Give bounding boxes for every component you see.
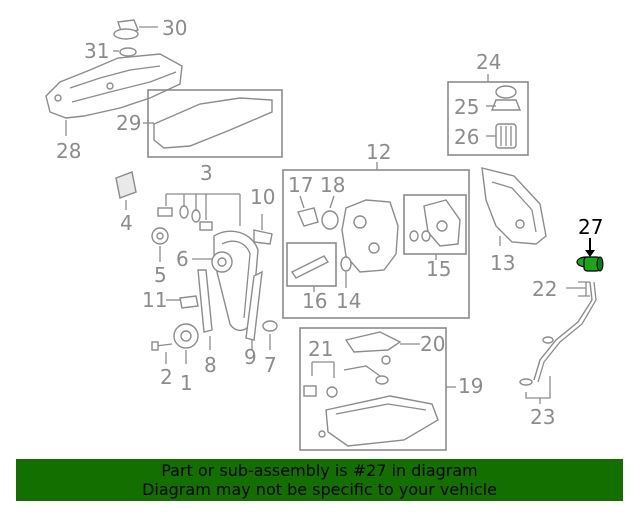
callout-27: 27	[578, 215, 603, 239]
oil-pan-part	[318, 395, 439, 447]
oil-pan-box	[299, 327, 447, 451]
callout-7: 7	[264, 353, 277, 377]
callout-16: 16	[302, 289, 327, 313]
baffle-part	[344, 331, 402, 353]
oil-filler-cap-part	[113, 19, 139, 40]
chain-guide-right-part	[245, 270, 263, 341]
oil-seal-part	[340, 256, 352, 272]
callout-17: 17	[288, 173, 313, 197]
callout-31: 31	[84, 39, 109, 63]
seal-washer-part	[119, 47, 137, 57]
front-cover-box	[282, 169, 470, 319]
callout-6: 6	[176, 247, 189, 271]
callout-15: 15	[426, 257, 451, 281]
sprocket-part	[151, 227, 169, 245]
oil-pump-part	[409, 199, 461, 247]
callout-4: 4	[120, 211, 133, 235]
chain-guide-long-part	[197, 269, 213, 333]
bolt-washer-part	[303, 385, 338, 398]
callout-25: 25	[454, 95, 479, 119]
callout-28: 28	[56, 139, 81, 163]
banner-line-2: Diagram may not be specific to your vehi…	[142, 480, 497, 499]
oil-filter-part	[486, 123, 517, 149]
seal-small-part	[297, 207, 339, 230]
front-cover-part	[341, 199, 399, 273]
callout-26: 26	[454, 125, 479, 149]
callout-1: 1	[180, 371, 193, 395]
bolt-part	[151, 341, 173, 351]
callout-23: 23	[530, 405, 555, 429]
crank-sprocket-part	[173, 323, 199, 349]
callout-24: 24	[476, 50, 501, 74]
tensioner-bolts-part	[157, 205, 213, 231]
callout-29: 29	[116, 111, 141, 135]
dipstick-tube-part	[519, 281, 597, 386]
plug-part	[179, 295, 199, 309]
seal-ring-part	[262, 320, 278, 332]
callout-20: 20	[420, 332, 445, 356]
callout-22: 22	[532, 277, 557, 301]
callout-2: 2	[160, 365, 173, 389]
callout-18: 18	[320, 173, 345, 197]
pickup-tube-part	[343, 355, 391, 385]
callout-3: 3	[200, 161, 213, 185]
callout-10: 10	[250, 185, 275, 209]
filter-cap-part	[486, 85, 522, 111]
callout-11: 11	[142, 288, 167, 312]
callout-5: 5	[154, 263, 167, 287]
valve-cover-gasket-part	[153, 97, 273, 149]
solenoid-part	[290, 255, 330, 279]
callout-8: 8	[204, 353, 217, 377]
info-banner: Part or sub-assembly is #27 in diagram D…	[16, 459, 623, 501]
highlighted-part-27	[576, 238, 604, 272]
valve-cover-part	[45, 53, 183, 119]
callout-13: 13	[490, 251, 515, 275]
callout-19: 19	[458, 374, 483, 398]
timing-cover-part	[481, 167, 547, 245]
callout-14: 14	[336, 289, 361, 313]
solenoid-box	[286, 242, 337, 287]
oil-pump-box	[403, 194, 467, 255]
timing-chain-part	[211, 230, 259, 331]
callout-21: 21	[308, 337, 333, 361]
callout-12: 12	[366, 140, 391, 164]
chain-guide-part	[253, 214, 273, 245]
callout-9: 9	[244, 345, 257, 369]
callout-30: 30	[162, 16, 187, 40]
timing-bracket-part	[115, 171, 137, 199]
banner-line-1: Part or sub-assembly is #27 in diagram	[161, 461, 478, 480]
